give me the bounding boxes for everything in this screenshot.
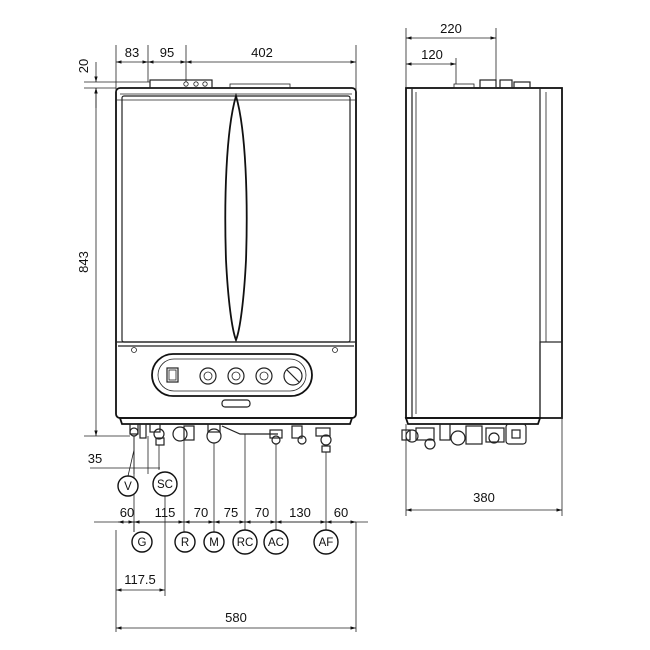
connection-r-circle	[174, 531, 196, 553]
connection-g-label: G	[138, 537, 147, 549]
dim-95: 95	[160, 45, 174, 60]
connection-rc-circle	[232, 529, 258, 555]
boiler-side-body	[405, 87, 563, 419]
dim-60-right: 60	[334, 505, 348, 520]
connection-ac-label: AC	[268, 537, 284, 549]
connection-af-label: AF	[319, 537, 334, 549]
connection-v-label: V	[124, 481, 132, 493]
dim-117-5: 117.5	[124, 572, 156, 587]
dim-843: 843	[76, 251, 91, 273]
connection-rc-label: RC	[237, 537, 254, 549]
dim-60-left: 60	[120, 505, 134, 520]
dim-20: 20	[76, 59, 91, 73]
connection-r-label: R	[181, 537, 189, 549]
connection-sc-label: SC	[157, 479, 173, 491]
dim-380: 380	[473, 490, 495, 505]
connection-m-circle	[203, 531, 225, 553]
front-panel-ridge	[224, 92, 248, 343]
connection-ac-circle	[263, 529, 289, 555]
dim-120: 120	[421, 47, 443, 62]
dim-35: 35	[88, 451, 102, 466]
dim-402: 402	[251, 45, 273, 60]
control-knobs	[199, 366, 303, 386]
side-bottom-fittings	[401, 423, 527, 450]
connection-g-circle	[131, 531, 153, 553]
dim-70-a: 70	[194, 505, 208, 520]
dim-83: 83	[125, 45, 139, 60]
bottom-fittings	[129, 423, 332, 453]
dim-580: 580	[225, 610, 247, 625]
side-view: 220 120 380	[401, 21, 563, 516]
connection-v-circle	[117, 475, 139, 497]
dim-130: 130	[289, 505, 311, 520]
dim-70-b: 70	[255, 505, 269, 520]
dim-75: 75	[224, 505, 238, 520]
display-window	[166, 367, 179, 383]
control-panel	[151, 353, 313, 397]
connection-af-circle	[313, 529, 339, 555]
connection-m-label: M	[209, 537, 219, 549]
dim-220: 220	[440, 21, 462, 36]
front-view: 83 95 402 20 843 35 V SC	[76, 45, 368, 632]
